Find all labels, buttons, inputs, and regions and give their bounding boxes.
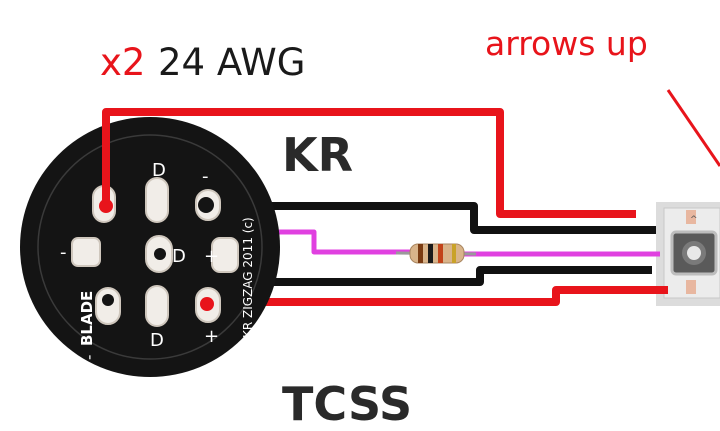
pcb-label-d-top: D	[152, 160, 166, 181]
arrows-up-label: arrows up	[485, 24, 648, 63]
resistor	[395, 243, 477, 264]
blade-connector-pcb: D - D + - D + BLADE - KR ZIGZAG 2011 (c)	[20, 117, 280, 377]
wiring-diagram: ^ D - D +	[20, 89, 720, 377]
wire-count-label: x2	[100, 41, 146, 84]
pcb-blade-minus: -	[80, 355, 98, 360]
tcss-heading: TCSS	[282, 377, 413, 431]
pcb-copyright-text: KR ZIGZAG 2011 (c)	[241, 217, 255, 338]
pcb-label-plus-bottom: +	[204, 326, 219, 347]
led-pixel-board: ^	[656, 202, 720, 306]
pcb-label-plus-middle: +	[204, 246, 219, 267]
pcb-label-minus-top: -	[202, 166, 209, 187]
pcb-label-d-bottom: D	[150, 330, 164, 351]
pcb-blade-label: BLADE	[78, 291, 96, 346]
wire-gauge-label: 24 AWG	[158, 41, 306, 84]
black-wire-upper	[206, 202, 656, 234]
arrows-pointer-line	[666, 89, 720, 167]
pcb-label-minus-left: -	[60, 242, 67, 263]
pcb-label-d-middle: D	[172, 246, 186, 267]
svg-text:^: ^	[690, 215, 698, 225]
kr-heading: KR	[282, 128, 354, 182]
red-wire-lower	[208, 286, 668, 312]
red-wire-upper	[102, 108, 636, 218]
